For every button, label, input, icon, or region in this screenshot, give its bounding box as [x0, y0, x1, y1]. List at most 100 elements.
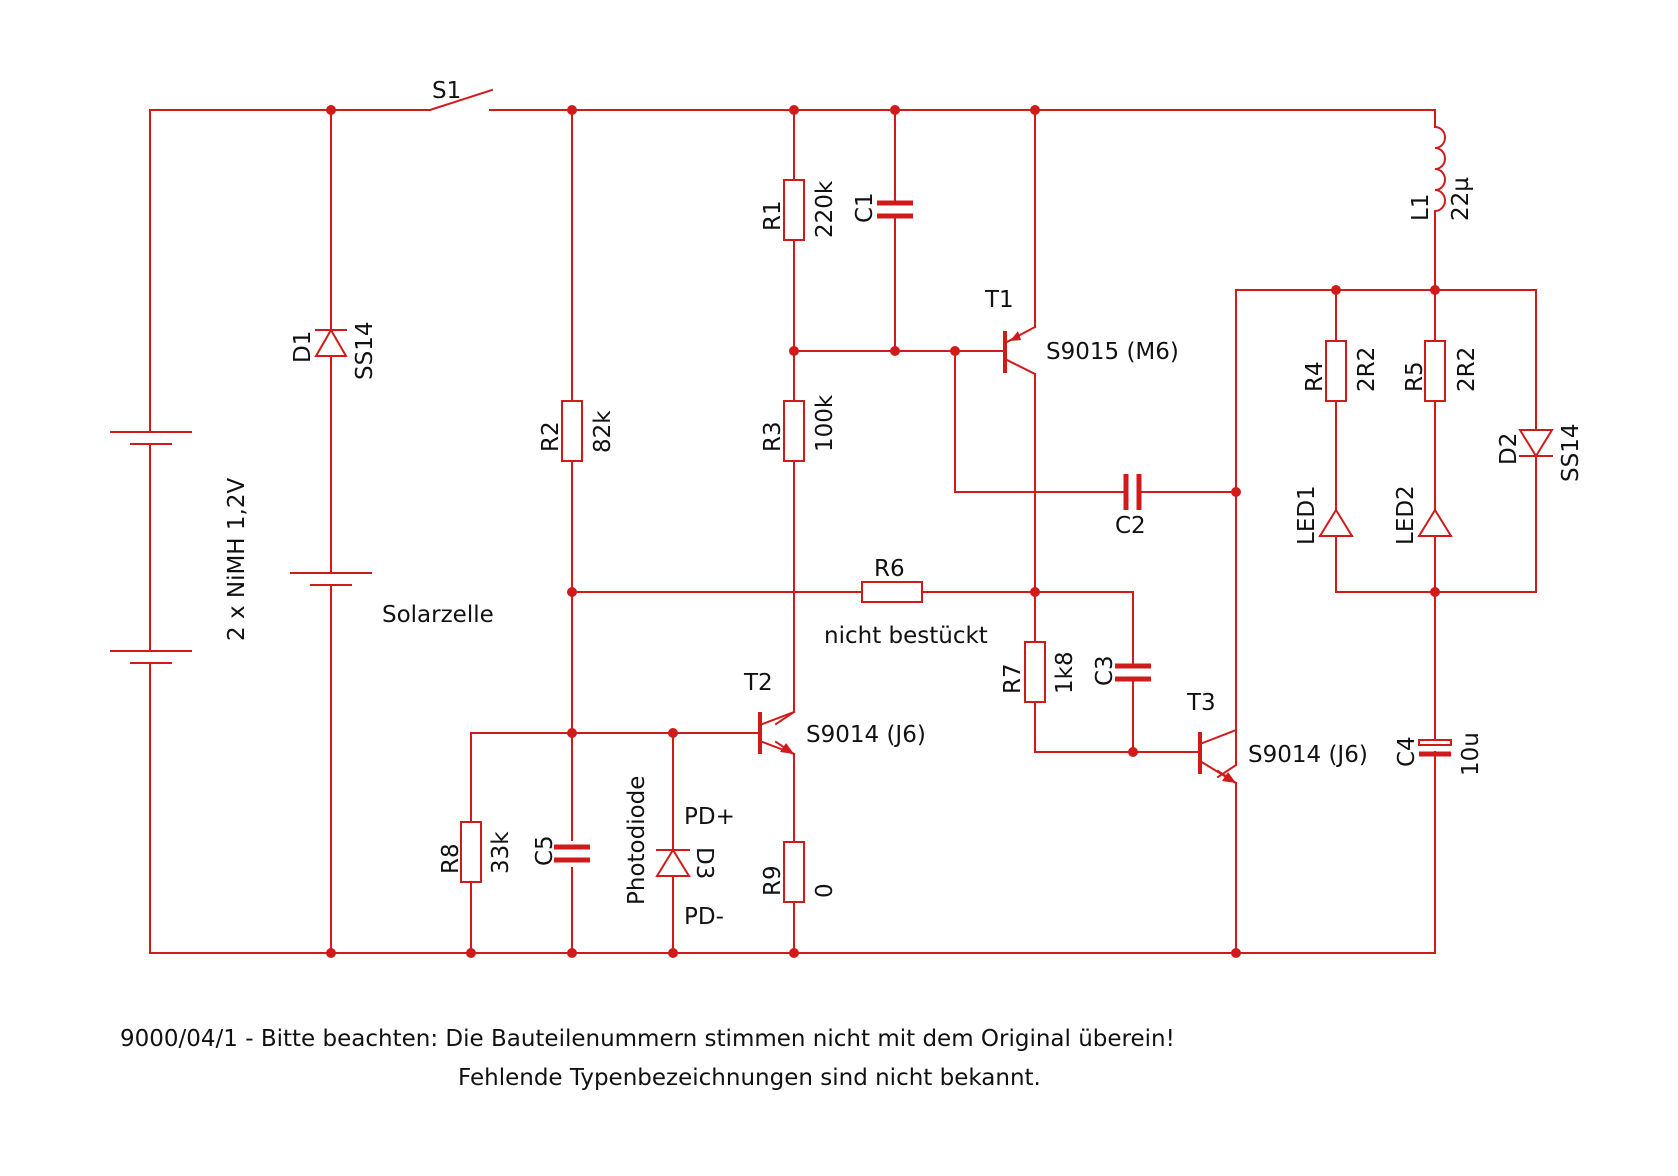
component-labels: S1 2 x NiMH 1,2V D1 SS14 Solarzelle R2 8… — [224, 78, 1584, 930]
photodiode-d3 — [655, 848, 691, 877]
label-t3: T3 — [1186, 690, 1216, 716]
diode-d1 — [314, 327, 348, 357]
junction — [466, 948, 476, 958]
label-l1-value: 22µ — [1448, 177, 1474, 221]
junction — [567, 948, 577, 958]
resistor-r9 — [783, 841, 805, 903]
resistor-r3 — [783, 400, 805, 462]
junction — [1231, 948, 1241, 958]
footnotes: 9000/04/1 - Bitte beachten: Die Bauteile… — [120, 1026, 1175, 1091]
label-r4: R4 — [1302, 361, 1328, 392]
label-r7-value: 1k8 — [1052, 651, 1078, 694]
resistor-r1 — [783, 179, 805, 241]
label-r4-value: 2R2 — [1354, 347, 1380, 392]
junction — [890, 105, 900, 115]
label-c4-value: 10u — [1458, 732, 1484, 776]
label-led1: LED1 — [1294, 485, 1320, 545]
label-d1: D1 — [290, 331, 316, 363]
label-r2: R2 — [538, 421, 564, 452]
label-t2: T2 — [743, 670, 773, 696]
label-d2-type: SS14 — [1558, 424, 1584, 482]
label-pd-minus: PD- — [684, 904, 724, 930]
label-t1: T1 — [984, 287, 1014, 313]
label-r6-note: nicht bestückt — [824, 623, 988, 649]
diode-d2 — [1518, 429, 1554, 458]
inductor-l1 — [1433, 125, 1446, 213]
label-r3: R3 — [760, 421, 786, 452]
junction-dots — [326, 105, 1440, 958]
resistor-r2 — [561, 400, 583, 462]
label-d2: D2 — [1496, 433, 1522, 465]
label-r1-value: 220k — [812, 180, 838, 238]
junction — [1231, 487, 1241, 497]
junction — [789, 105, 799, 115]
junction — [668, 728, 678, 738]
footnote-line-2: Fehlende Typenbezeichnungen sind nicht b… — [458, 1065, 1041, 1091]
resistor-r4 — [1325, 340, 1347, 402]
label-d3: D3 — [691, 847, 717, 879]
solar-cell-symbol — [290, 572, 372, 586]
label-r8-value: 33k — [488, 831, 514, 874]
resistor-r5 — [1424, 340, 1446, 402]
label-t2-type: S9014 (J6) — [806, 722, 926, 748]
label-c2: C2 — [1115, 513, 1146, 539]
label-r6: R6 — [874, 556, 905, 582]
transistor-t1 — [1003, 325, 1037, 376]
capacitor-c3 — [1115, 663, 1151, 682]
junction — [789, 948, 799, 958]
label-solar: Solarzelle — [382, 602, 494, 628]
label-led2: LED2 — [1393, 485, 1419, 545]
junction — [326, 105, 336, 115]
label-r2-value: 82k — [590, 410, 616, 453]
junction — [890, 346, 900, 356]
junction — [1331, 285, 1341, 295]
junction — [668, 948, 678, 958]
label-s1: S1 — [432, 78, 461, 104]
label-t1-type: S9015 (M6) — [1046, 339, 1179, 365]
transistor-t2 — [758, 710, 796, 756]
label-l1: L1 — [1408, 194, 1434, 221]
resistor-r6 — [861, 581, 923, 603]
label-c1: C1 — [852, 192, 878, 223]
resistor-r7 — [1024, 641, 1046, 703]
junction — [1430, 587, 1440, 597]
label-r1: R1 — [760, 200, 786, 231]
junction — [789, 346, 799, 356]
junction — [1030, 587, 1040, 597]
junction — [567, 728, 577, 738]
junction — [1128, 747, 1138, 757]
label-t3-type: S9014 (J6) — [1248, 742, 1368, 768]
resistor-r8 — [460, 821, 482, 883]
capacitor-c4-electrolytic — [1418, 739, 1452, 757]
junction — [950, 346, 960, 356]
transistor-t3 — [1198, 728, 1238, 785]
label-r9: R9 — [760, 865, 786, 896]
junction — [1430, 285, 1440, 295]
capacitor-c1 — [877, 200, 913, 219]
junction — [567, 587, 577, 597]
label-c3: C3 — [1092, 655, 1118, 686]
led-led1 — [1318, 508, 1354, 537]
label-r5: R5 — [1402, 361, 1428, 392]
label-c5: C5 — [532, 835, 558, 866]
label-photodiode: Photodiode — [624, 776, 650, 905]
label-battery: 2 x NiMH 1,2V — [224, 478, 250, 641]
label-r9-value: 0 — [812, 883, 838, 898]
switch-s1 — [428, 88, 494, 112]
label-c4: C4 — [1394, 736, 1420, 767]
capacitor-c5 — [554, 844, 590, 863]
label-r7: R7 — [1000, 663, 1026, 694]
label-r8: R8 — [438, 843, 464, 874]
junction — [567, 105, 577, 115]
junction — [1030, 105, 1040, 115]
junction — [326, 948, 336, 958]
label-r3-value: 100k — [812, 394, 838, 452]
led-led2 — [1417, 508, 1453, 537]
label-pd-plus: PD+ — [684, 804, 735, 830]
capacitor-c2 — [1123, 474, 1142, 510]
label-r5-value: 2R2 — [1454, 347, 1480, 392]
footnote-line-1: 9000/04/1 - Bitte beachten: Die Bauteile… — [120, 1026, 1175, 1052]
label-d1-type: SS14 — [352, 322, 378, 380]
battery-symbol — [110, 431, 192, 664]
